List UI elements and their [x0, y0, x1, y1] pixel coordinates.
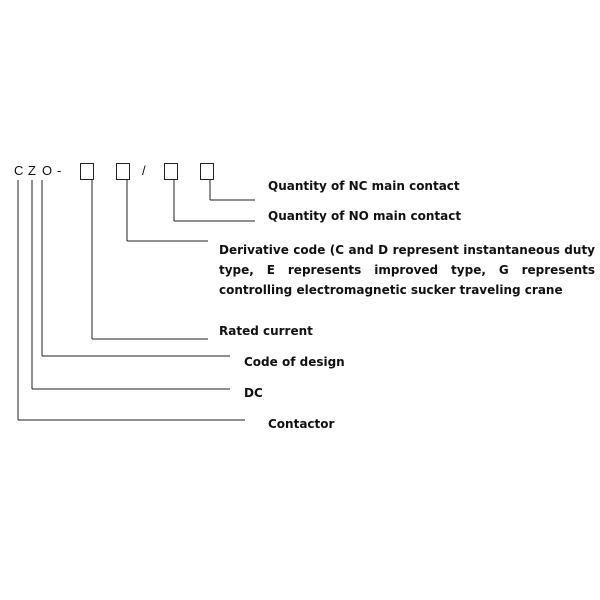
- code-letter-z: Z: [28, 163, 36, 178]
- label-design-code: Code of design: [244, 355, 345, 369]
- label-dc: DC: [244, 386, 263, 400]
- label-derivative-code: Derivative code (C and D represent insta…: [219, 240, 595, 300]
- code-box-no-contact: [164, 163, 178, 180]
- label-contactor: Contactor: [268, 417, 335, 431]
- code-box-derivative: [116, 163, 130, 180]
- label-no-contact: Quantity of NO main contact: [268, 209, 462, 223]
- code-letter-dash: -: [57, 163, 62, 178]
- code-letter-o: O: [42, 163, 53, 178]
- code-box-rated-current: [80, 163, 94, 180]
- code-separator: /: [142, 163, 146, 178]
- label-rated-current: Rated current: [219, 324, 313, 338]
- derivative-line-3: controlling electromagnetic sucker trave…: [219, 283, 563, 297]
- code-letter-c: C: [14, 163, 24, 178]
- derivative-line-1: Derivative code (C and D represent insta…: [219, 243, 595, 257]
- label-nc-contact: Quantity of NC main contact: [268, 179, 460, 193]
- code-box-nc-contact: [200, 163, 214, 180]
- derivative-line-2: type, E represents improved type, G repr…: [219, 263, 595, 277]
